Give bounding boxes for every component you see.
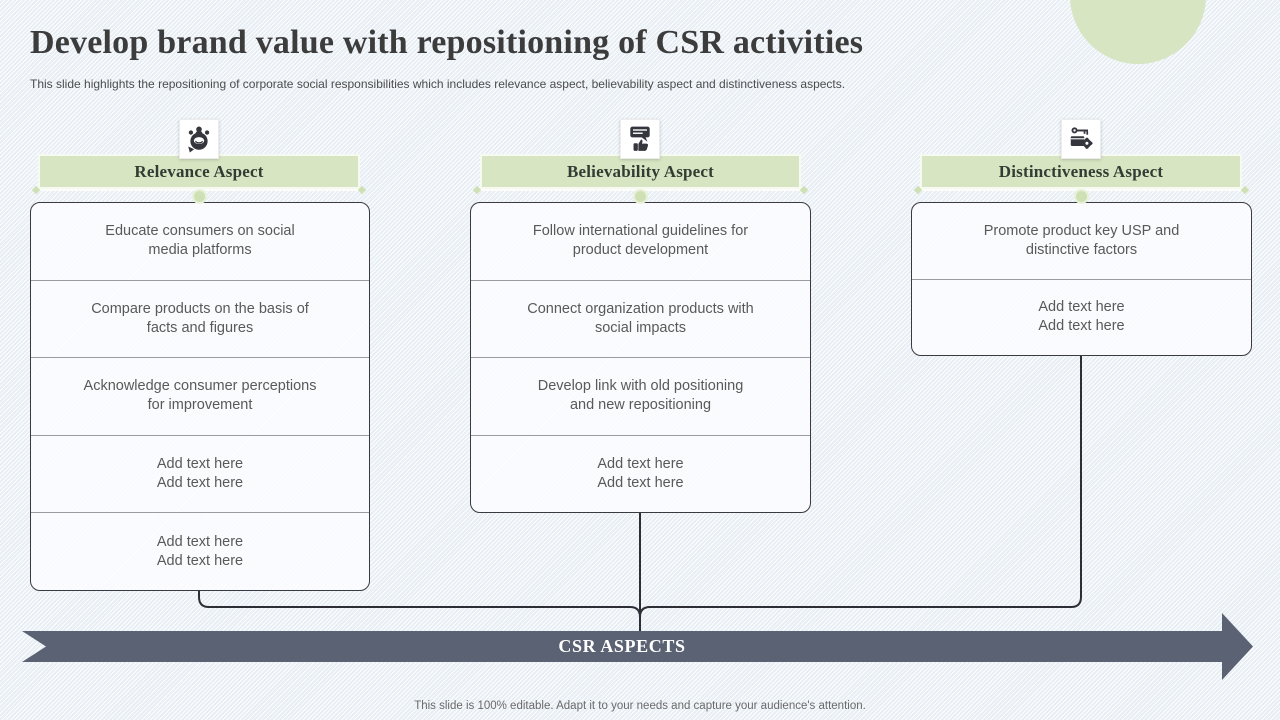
csr-aspects-banner-label: CSR ASPECTS <box>558 636 686 656</box>
diamond-dot-icon <box>357 185 367 195</box>
aspect-list-item: Educate consumers on social media platfo… <box>105 223 295 259</box>
relevance-header: Relevance Aspect <box>40 156 358 187</box>
relevance-connector-dot <box>192 189 207 204</box>
aspect-list-item: Promote product key USP and distinctive … <box>983 222 1180 258</box>
slide-title: Develop brand value with repositioning o… <box>30 24 864 61</box>
believability-connector-dot <box>633 189 648 204</box>
distinctiveness-connector-dot <box>1074 189 1089 204</box>
aspect-list-item: Add text here Add text here <box>471 434 810 513</box>
connector-relevance <box>198 591 641 631</box>
key-gear-icon <box>1070 127 1093 150</box>
slide-subtitle: This slide highlights the repositioning … <box>30 77 846 91</box>
aspect-list-item: Acknowledge consumer perceptions for imp… <box>31 357 369 435</box>
aspect-list-item: Add text here Add text here <box>31 434 369 513</box>
diamond-dot-icon <box>913 185 923 195</box>
relevance-items-box: Educate consumers on social media platfo… <box>30 202 370 591</box>
aspect-list-item: Connect organization products with socia… <box>471 279 810 358</box>
aspect-list-item: Compare products on the basis of facts a… <box>31 279 369 358</box>
diamond-dot-icon <box>31 185 41 195</box>
believability-items-box: Follow international guidelines for prod… <box>470 202 811 513</box>
decorative-corner-circle <box>1070 0 1206 64</box>
diamond-dot-icon <box>799 185 809 195</box>
distinctiveness-header: Distinctiveness Aspect <box>922 156 1240 187</box>
believability-header: Believability Aspect <box>482 156 799 187</box>
aspect-list-item: Develop link with old positioning and ne… <box>471 357 810 435</box>
feedback-thumbs-up-icon <box>630 126 650 151</box>
distinctiveness-items-box: Promote product key USP and distinctive … <box>911 202 1252 356</box>
relevance-icon-box <box>179 119 219 159</box>
aspect-list-item: Follow international guidelines for prod… <box>532 223 749 259</box>
meeting-people-icon <box>188 126 210 153</box>
distinctiveness-icon-box <box>1061 119 1101 159</box>
slide-footer-note: This slide is 100% editable. Adapt it to… <box>414 700 866 712</box>
aspect-list-item: Add text here Add text here <box>912 278 1251 356</box>
aspect-list-item: Add text here Add text here <box>31 512 369 590</box>
believability-icon-box <box>620 119 660 159</box>
diamond-dot-icon <box>472 185 482 195</box>
diamond-dot-icon <box>1240 185 1250 195</box>
